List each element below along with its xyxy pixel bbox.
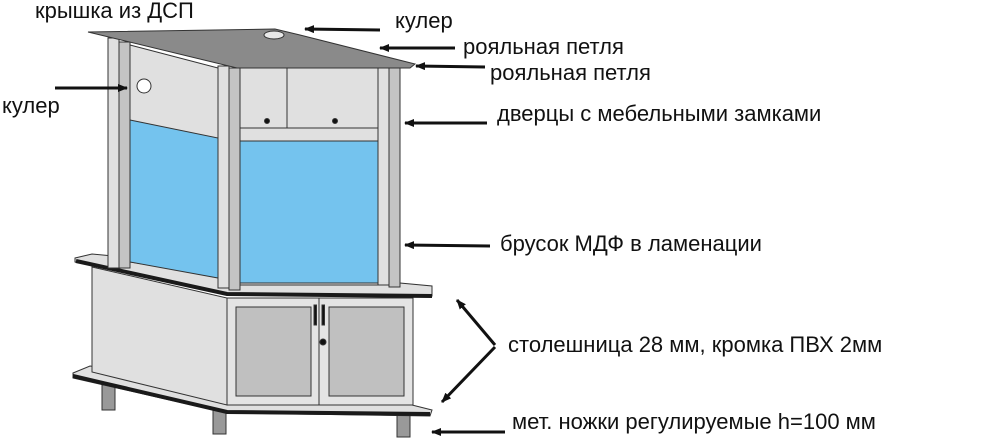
label-hinge-2: рояльная петля <box>490 60 651 85</box>
cabinet-door-left[interactable] <box>239 67 288 129</box>
post <box>228 67 241 291</box>
handle <box>321 304 325 326</box>
lock-icon <box>319 338 327 346</box>
arrow <box>304 25 381 34</box>
leg <box>101 384 116 411</box>
cooler-hole <box>136 78 152 94</box>
label-hinge-1: рояльная петля <box>463 34 624 59</box>
handle <box>313 304 317 326</box>
cooler-hole <box>263 30 285 40</box>
arrow <box>415 62 486 71</box>
label-lid: крышка из ДСП <box>35 0 194 23</box>
label-cooler-left: кулер <box>2 93 60 118</box>
shelf-bar <box>239 127 379 142</box>
side-glass <box>129 119 219 279</box>
arrow <box>404 241 491 250</box>
post <box>377 66 390 286</box>
label-bar: брусок МДФ в ламенации <box>500 231 762 256</box>
cabinet-door-right[interactable] <box>286 67 379 129</box>
post <box>217 65 230 289</box>
door-left[interactable] <box>235 306 312 397</box>
arrow <box>440 345 497 404</box>
post <box>107 37 120 269</box>
arrow <box>455 299 497 346</box>
lid <box>87 28 417 69</box>
door-right[interactable] <box>328 306 405 397</box>
label-cooler-top: кулер <box>395 8 453 33</box>
label-tabletop: столешница 28 мм, кромка ПВХ 2мм <box>508 332 883 357</box>
post <box>388 66 401 288</box>
label-doors: дверцы с мебельными замками <box>497 101 822 126</box>
front-glass <box>239 140 379 284</box>
lock-icon <box>332 118 338 124</box>
lock-icon <box>264 118 270 124</box>
label-legs: мет. ножки регулируемые h=100 мм <box>512 409 876 434</box>
post <box>118 41 131 269</box>
